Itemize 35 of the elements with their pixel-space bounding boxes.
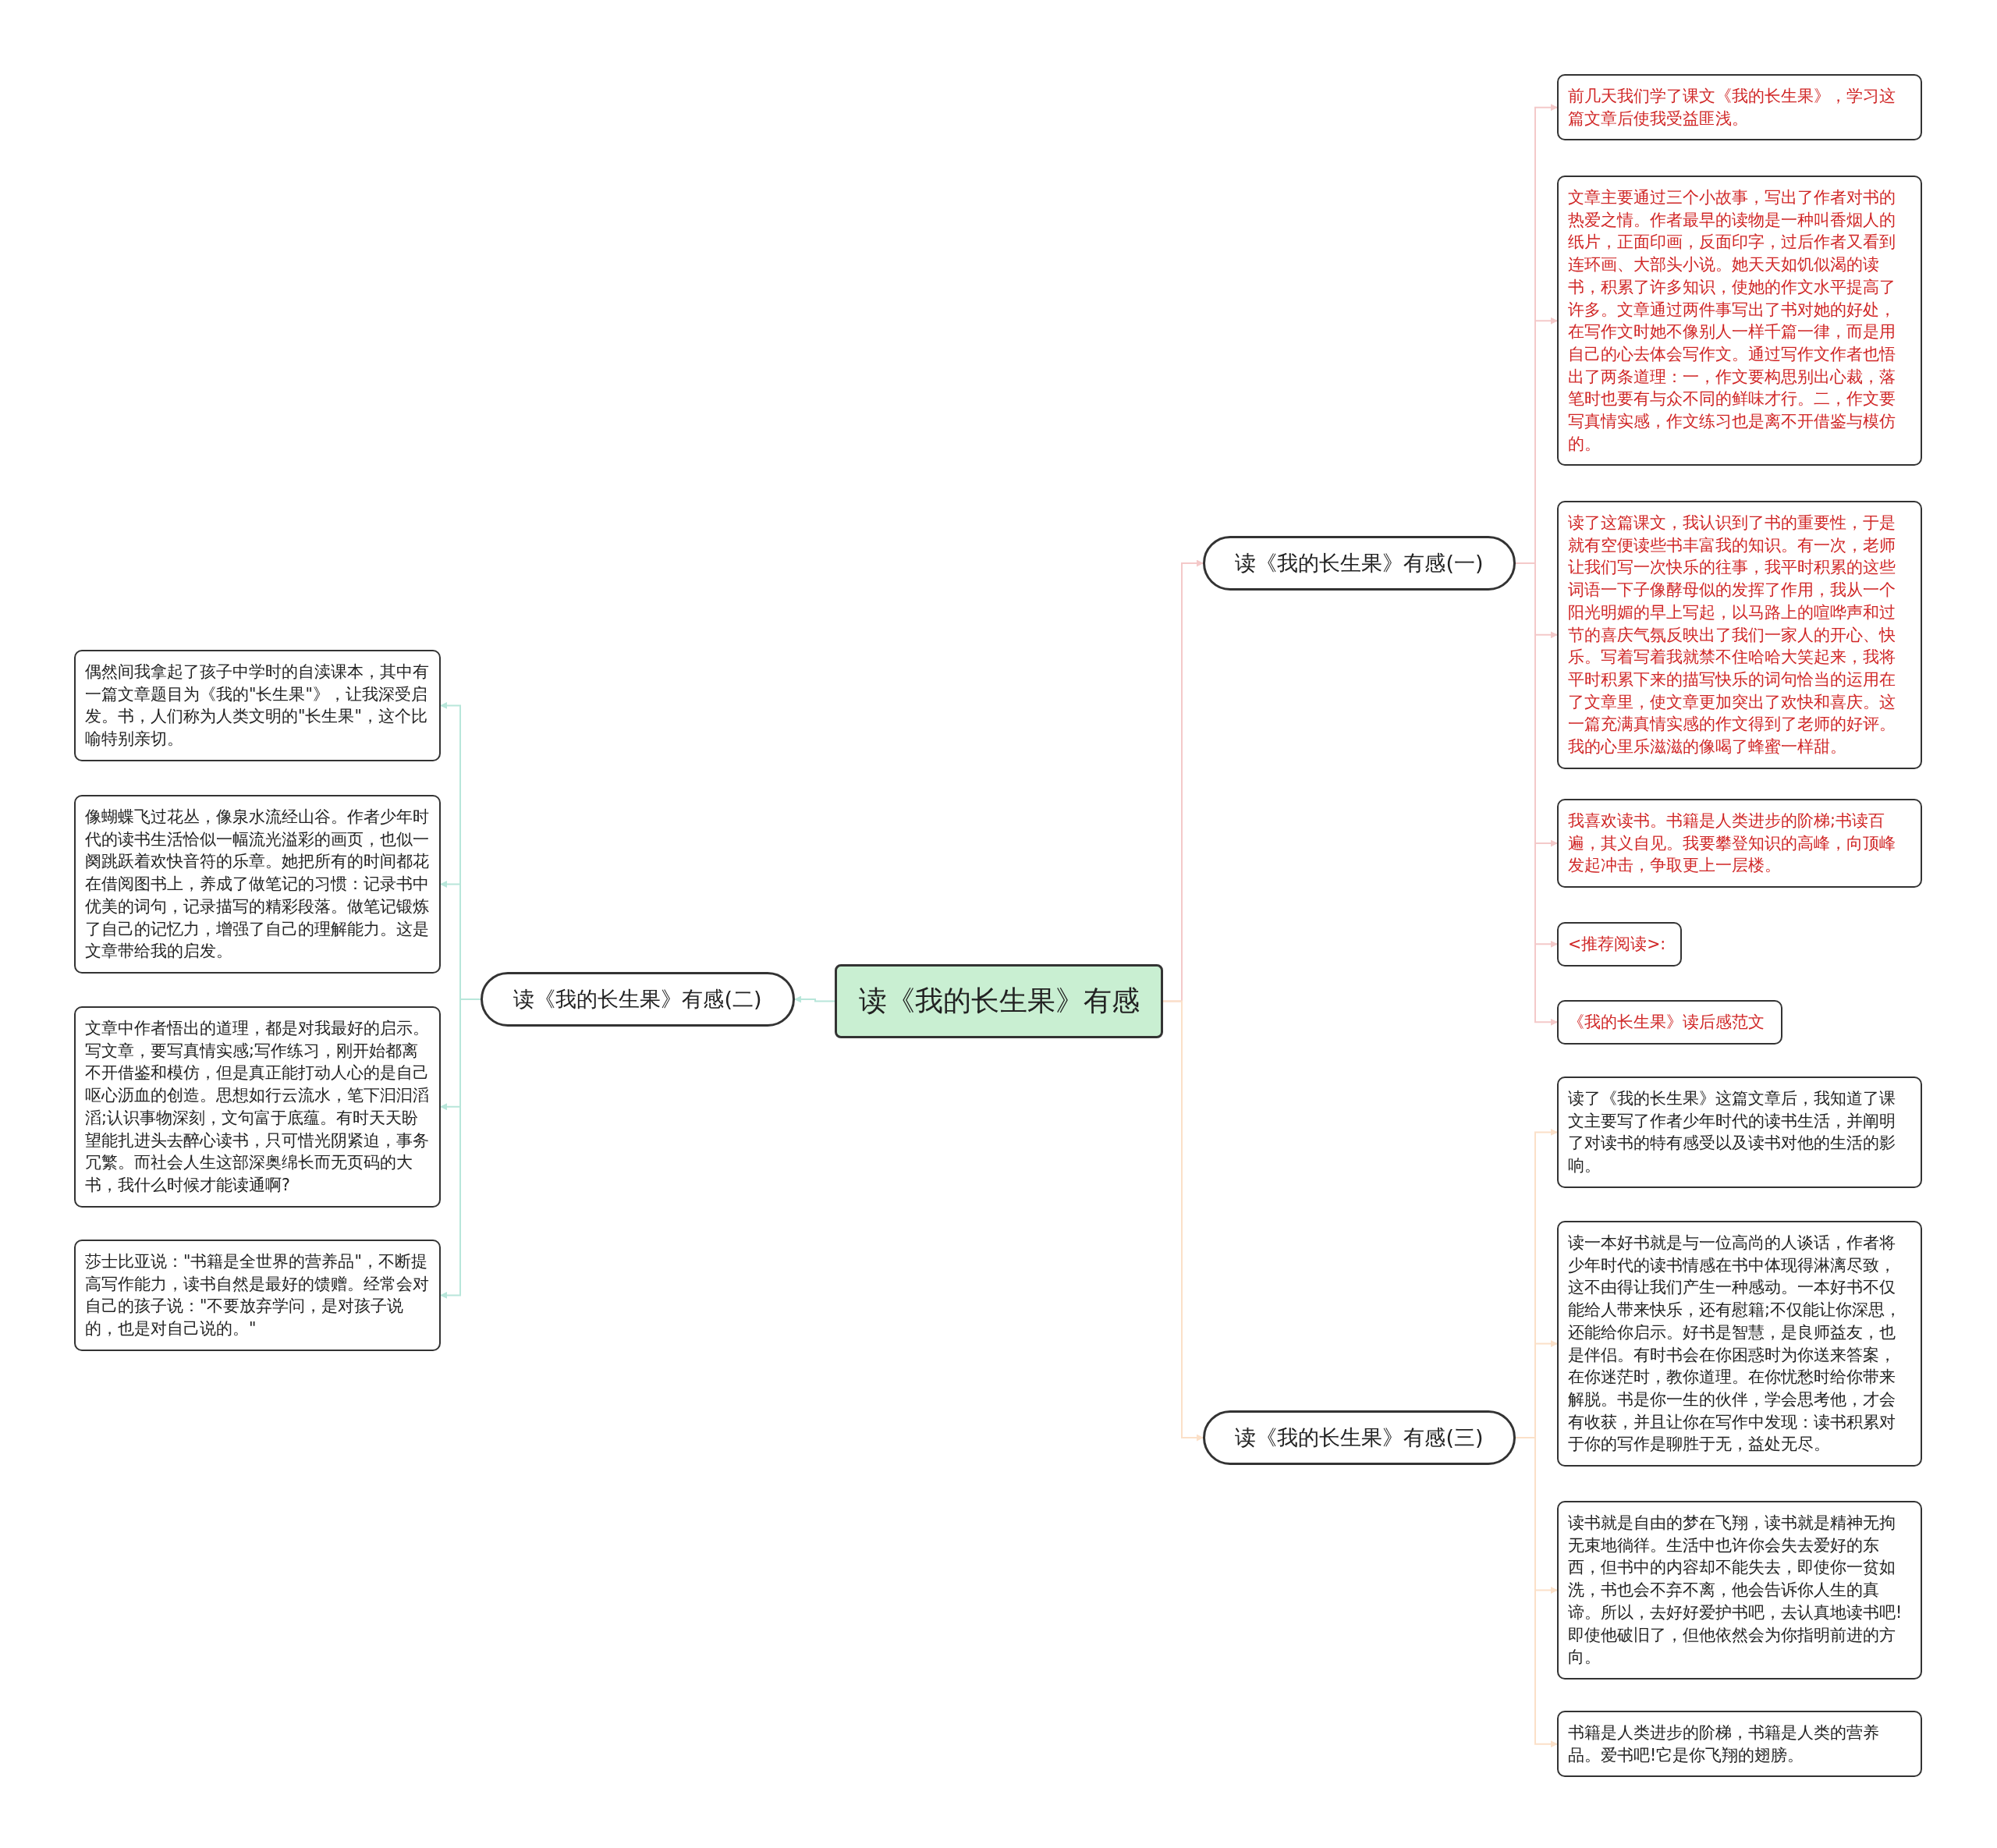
text-card bbox=[74, 795, 441, 974]
text-card bbox=[1557, 922, 1682, 967]
connector-arrow bbox=[794, 995, 835, 1003]
text-card bbox=[74, 650, 441, 761]
topic-text: 读《我的长生果》有感(三) bbox=[1234, 1424, 1484, 1451]
text-card bbox=[74, 1006, 441, 1208]
note-text: 读书就是自由的梦在飞翔，读书就是精神无拘无束地徜徉。生活中也许你会失去爱好的东西，但书中的内容却不能失去，即使你一贫如洗，书也会不弃不离，他会告诉你人生的真谛。所以，去好好爱护书吧，去认真地读书吧!即使他破旧了，但他依然会为你指明前进的方向。 bbox=[1568, 1513, 1903, 1669]
text-card bbox=[1557, 176, 1922, 466]
text-card bbox=[1557, 74, 1922, 141]
topic-text: 读《我的长生果》有感(一) bbox=[1234, 550, 1484, 576]
note-text: 《我的长生果》读后感范文 bbox=[1568, 1012, 1765, 1033]
note-text: <推荐阅读>: bbox=[1568, 934, 1667, 955]
note-text: 读了这篇课文，我认识到了书的重要性，于是就有空便读些书丰富我的知识。有一次，老师让我们写一次快乐的往事，我平时积累的这些词语一下子像酵母似的发挥了作用，我从一个阳光明媚的早上写起，以马路上的喧哗声和过节的喜庆气氛反映出了我们一家人的开心、快乐。写着写着我就禁不住哈哈大笑起来，我将平时积累下来的描写快乐的词句恰当的运用在了文章里，使文章更加突出了欢快和喜庆。这一篇充满真情实感的作文得到了老师的好评。我的心里乐滋滋的像喝了蜂蜜一样甜。 bbox=[1568, 513, 1896, 758]
text-card bbox=[1557, 1221, 1922, 1467]
text-card bbox=[1557, 1000, 1782, 1045]
text-card bbox=[74, 1240, 441, 1351]
note-text: 偶然间我拿起了孩子中学时的自渎课本，其中有一篇文章题目为《我的"长生果"》，让我深受启发。书，人们称为人类文明的"长生果"，这个比喻特别亲切。 bbox=[85, 662, 430, 750]
text-card bbox=[1557, 1077, 1922, 1188]
note-text: 文章主要通过三个小故事，写出了作者对书的热爱之情。作者最早的读物是一种叫香烟人的纸片，正面印画，反面印字，过后作者又看到连环画、大部头小说。她天天如饥似渴的读书，积累了许多知识，使她的作文水平提高了许多。文章通过两件事写出了书对她的好处，在写作文时她不像别人一样千篇一律，而是用自己的心去体会写作文。通过写作文作者也悟出了两条道理：一，作文要构思别出心裁，落笔时也要有与众不同的鲜味才行。二，作文要写真情实感，作文练习也是离不开借鉴与模仿的。 bbox=[1568, 187, 1896, 455]
text-card bbox=[1557, 1501, 1922, 1680]
topic-text: 读《我的长生果》有感(二) bbox=[513, 986, 763, 1013]
note-text: 前几天我们学了课文《我的长生果》，学习这篇文章后使我受益匪浅。 bbox=[1568, 86, 1896, 129]
note-text: 读一本好书就是与一位高尚的人谈话，作者将少年时代的读书情感在书中体现得淋漓尽致，这不由得让我们产生一种感动。一本好书不仅能给人带来快乐，还有慰籍;不仅能让你深思，还能给你启示。好书是智慧，是良师益友，也是伴侣。有时书会在你困惑时为你送来答案，在你迷茫时，教你道理。在你忧愁时给你带来解脱。书是你一生的伙伴，学会思考他，才会有收获，并且让你在写作中发现：读书积累对于你的写作是聊胜于无，益处无尽。 bbox=[1568, 1233, 1902, 1456]
note-text: 我喜欢读书。书籍是人类进步的阶梯;书读百遍，其义自见。我要攀登知识的高峰，向顶峰发起冲击，争取更上一层楼。 bbox=[1568, 810, 1896, 877]
topic-text: 读《我的长生果》有感 bbox=[857, 984, 1140, 1018]
text-card bbox=[1557, 501, 1922, 769]
note-text: 像蝴蝶飞过花丛，像泉水流经山谷。作者少年时代的读书生活恰似一幅流光溢彩的画页，也似一阕跳跃着欢快音符的乐章。她把所有的时间都花在借阅图书上，养成了做笔记的习惯：记录书中优美的词句，记录描写的精彩段落。做笔记锻炼了自己的记忆力，增强了自己的理解能力。这是文章带给我的启发。 bbox=[85, 807, 430, 963]
note-text: 莎士比亚说："书籍是全世界的营养品"，不断提高写作能力，读书自然是最好的馈赠。经常会对自己的孩子说："不要放弃学问，是对孩子说的，也是对自己说的。" bbox=[85, 1251, 430, 1340]
connector-arrow bbox=[1162, 1000, 1204, 1442]
note-text: 读了《我的长生果》这篇文章后，我知道了课文主要写了作者少年时代的读书生活，并阐明了对读书的特有感受以及读书对他的生活的影响。 bbox=[1568, 1088, 1896, 1177]
note-text: 书籍是人类进步的阶梯，书籍是人类的营养品。爱书吧!它是你飞翔的翅膀。 bbox=[1568, 1722, 1880, 1766]
text-card bbox=[1557, 1711, 1922, 1778]
central-topic bbox=[835, 964, 1163, 1038]
text-card bbox=[1557, 799, 1922, 889]
note-text: 文章中作者悟出的道理，都是对我最好的启示。写文章，要写真情实感;写作练习，刚开始都离不开借鉴和模仿，但是真正能打动人心的是自己呕心沥血的创造。思想如行云流水，笔下汩汩滔滔;认识事物深刻，文句富于底蕴。有时天天盼望能扎进头去醉心读书，只可惜光阴紧迫，事务冗繁。而社会人生这部深奥绵长而无页码的大书，我什么时候才能读通啊? bbox=[85, 1018, 430, 1196]
